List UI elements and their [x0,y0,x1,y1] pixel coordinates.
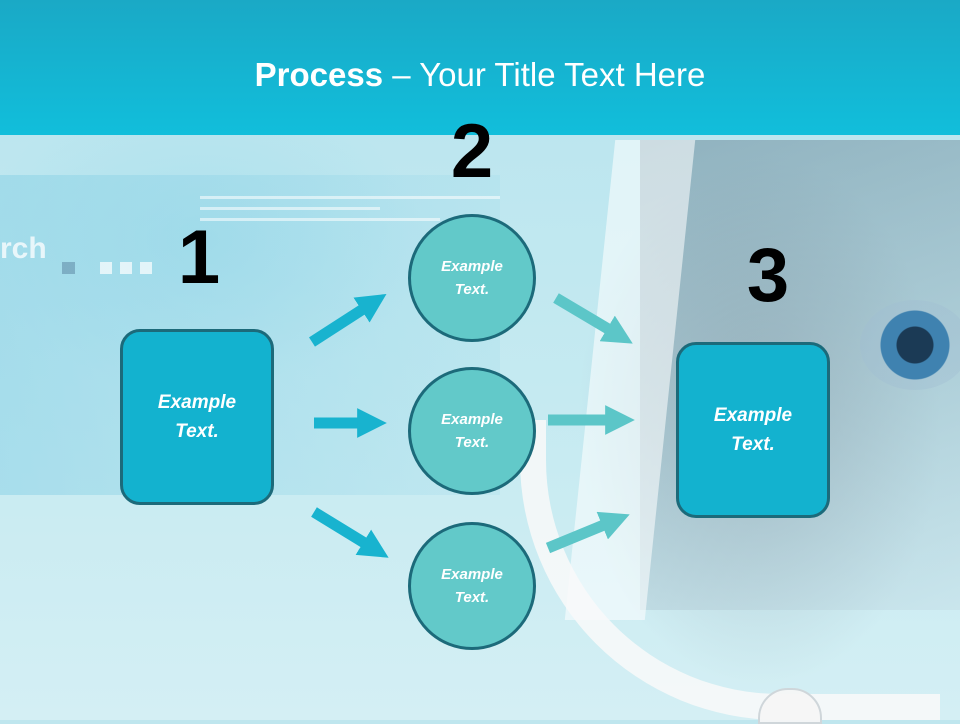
step-2-bottom-text: Example Text. [441,566,503,606]
arrow-1-to-2-bottom [311,507,389,558]
step-1-text: Example Text. [157,392,237,442]
step-1-number: 1 [177,215,221,300]
slide-title: Process – Your Title Text Here [0,54,960,96]
step-2-circle-top[interactable]: Example Text. [408,214,536,342]
background-menu-lines [200,196,500,266]
step-2-middle-text: Example Text. [441,411,503,451]
title-bar [0,0,960,135]
arrow-2-bottom-to-3 [545,511,630,554]
background-square [62,262,75,274]
step-3-box[interactable]: Example Text. [676,342,830,518]
arrow-2-top-to-3 [553,293,633,344]
background-square [100,262,112,274]
background-eye [860,300,960,390]
step-1-box[interactable]: Example Text. [120,329,274,505]
step-2-top-text: Example Text. [441,258,503,298]
step-3-number: 3 [746,233,790,318]
background-square [140,262,152,274]
arrow-1-to-2-top [309,293,387,347]
background-word: rch [0,232,47,265]
step-2-circle-middle[interactable]: Example Text. [408,367,536,495]
title-bold: Process [254,56,384,93]
step-2-circle-bottom[interactable]: Example Text. [408,522,536,650]
title-rest: – Your Title Text Here [383,56,706,93]
background-square [120,262,132,274]
step-3-text: Example Text. [713,405,793,455]
step-2-number: 2 [450,109,494,194]
